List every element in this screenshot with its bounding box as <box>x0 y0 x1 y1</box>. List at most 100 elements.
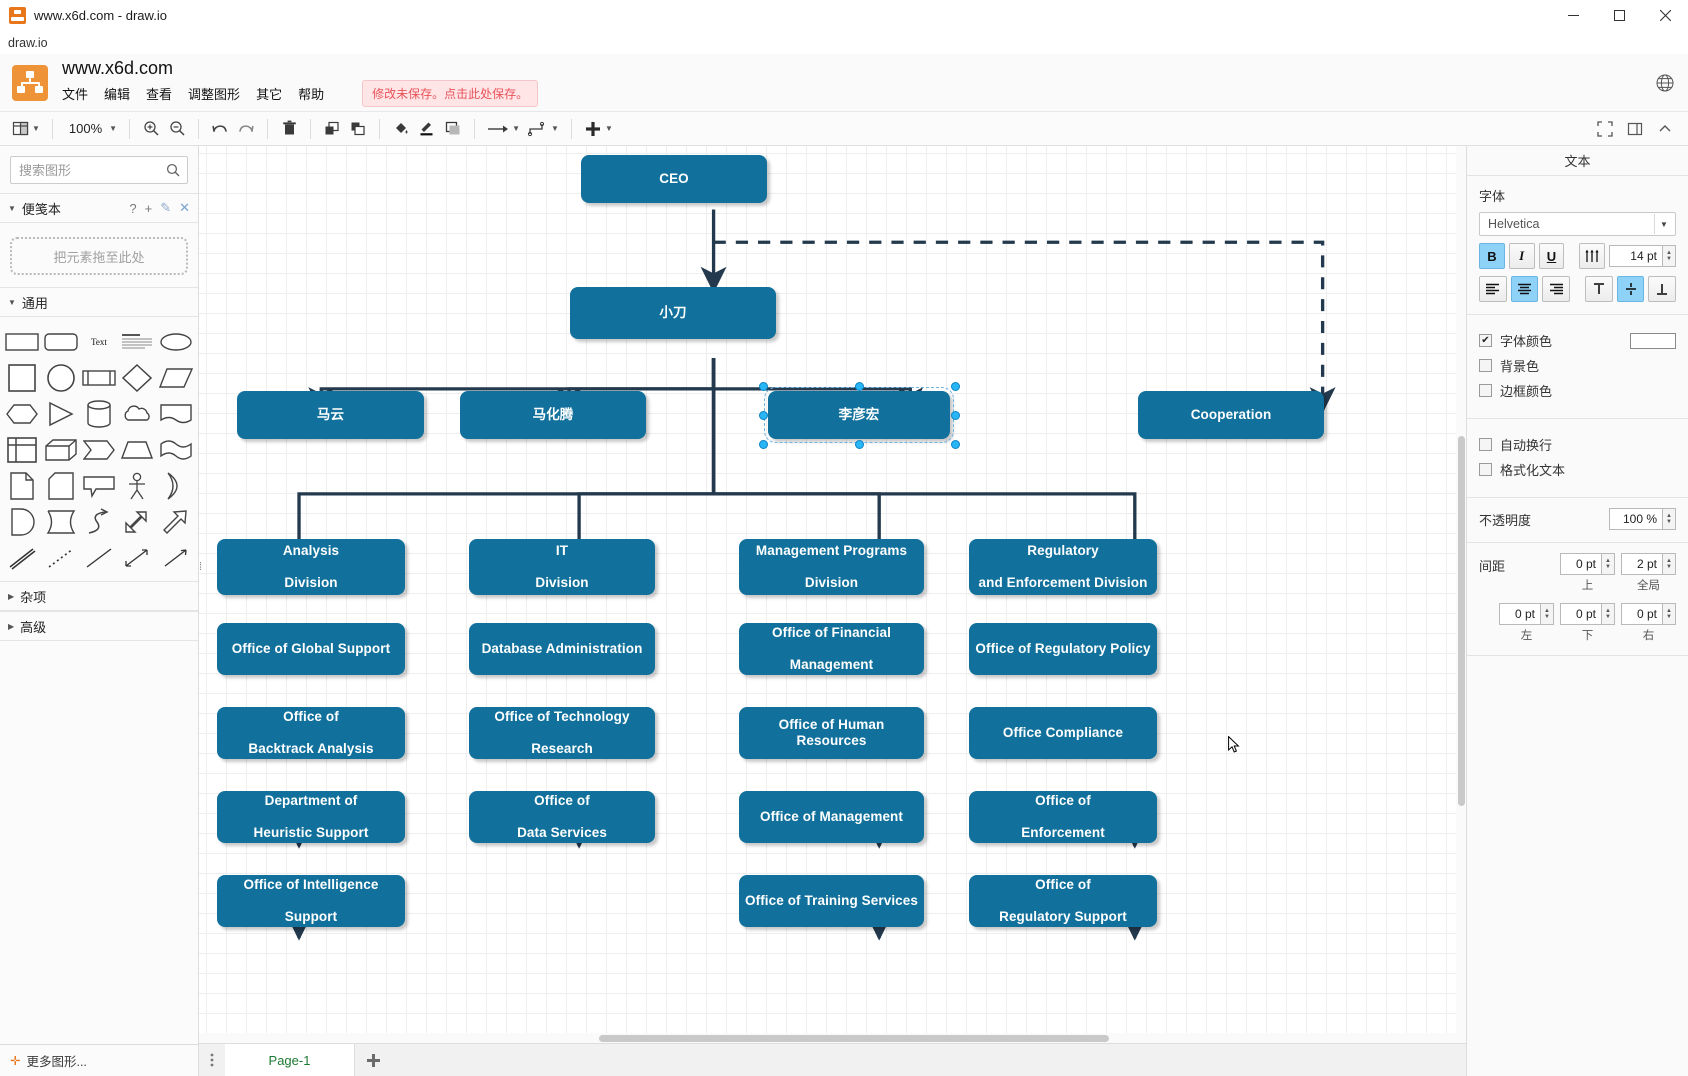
diagram-node-my[interactable]: 马云 <box>237 391 424 439</box>
stepper-arrows-icon[interactable]: ▲▼ <box>1663 603 1676 625</box>
add-icon[interactable]: + <box>144 200 153 216</box>
spacing-global-value[interactable]: 2 pt <box>1621 553 1663 575</box>
fullscreen-icon[interactable] <box>1592 116 1618 142</box>
format-panel-icon[interactable] <box>1622 116 1648 142</box>
zoom-level-button[interactable]: 100% ▼ <box>61 116 121 142</box>
canvas-horizontal-scrollbar[interactable] <box>199 1033 1466 1043</box>
help-icon[interactable]: ? <box>129 200 137 216</box>
menu-file[interactable]: 文件 <box>62 87 89 102</box>
checkbox-icon[interactable] <box>1479 463 1492 476</box>
font-size-value[interactable]: 14 pt <box>1608 245 1663 267</box>
shadow-icon[interactable] <box>440 116 466 142</box>
selection-handle[interactable] <box>758 439 768 449</box>
stepper-arrows-icon[interactable]: ▲▼ <box>1602 553 1615 575</box>
menu-extras[interactable]: 其它 <box>256 87 283 102</box>
stepper-arrows-icon[interactable]: ▲▼ <box>1602 603 1615 625</box>
shape-textbox[interactable] <box>119 325 155 359</box>
fontcolor-row[interactable]: ✔ 字体颜色 <box>1479 331 1676 350</box>
selection-handle[interactable] <box>854 381 864 391</box>
sidebar-section-misc[interactable]: ▶ 杂项 <box>0 581 198 611</box>
undo-icon[interactable] <box>207 116 233 142</box>
add-page-icon[interactable] <box>355 1044 391 1076</box>
diagram-node-b1[interactable]: Database Administration <box>469 623 655 675</box>
insert-plus-icon[interactable]: ▼ <box>580 116 617 142</box>
align-top-icon[interactable] <box>1585 276 1613 302</box>
send-to-back-icon[interactable] <box>345 116 371 142</box>
shape-process[interactable] <box>81 361 117 395</box>
shape-card[interactable] <box>42 469 78 503</box>
spacing-left-stepper[interactable]: 0 pt ▲▼ <box>1499 603 1554 625</box>
sidebar-section-general[interactable]: ▼ 通用 <box>0 287 198 317</box>
chevron-down-icon[interactable]: ▼ <box>1654 214 1673 234</box>
shape-delay[interactable] <box>4 505 40 539</box>
checkbox-icon[interactable] <box>1479 359 1492 372</box>
shape-cloud[interactable] <box>119 397 155 431</box>
spacing-bottom-stepper[interactable]: 0 pt ▲▼ <box>1560 603 1615 625</box>
shape-curved-arrow[interactable] <box>81 505 117 539</box>
spacing-top-stepper[interactable]: 0 pt ▲▼ <box>1560 553 1615 575</box>
shape-square[interactable] <box>4 361 40 395</box>
stepper-arrows-icon[interactable]: ▲▼ <box>1662 245 1676 267</box>
align-right-icon[interactable] <box>1542 276 1570 302</box>
selection-handle[interactable] <box>854 439 864 449</box>
spacing-bottom-value[interactable]: 0 pt <box>1560 603 1602 625</box>
shape-internal-storage[interactable] <box>4 433 40 467</box>
page-tab-page-1[interactable]: Page-1 <box>225 1043 355 1076</box>
shape-simple-arrow[interactable] <box>158 541 194 575</box>
search-shapes-box[interactable] <box>10 156 188 184</box>
italic-button[interactable]: I <box>1508 243 1535 269</box>
selection-handle[interactable] <box>950 381 960 391</box>
shape-text[interactable]: Text <box>91 337 107 347</box>
selection-handle[interactable] <box>950 410 960 420</box>
menu-help[interactable]: 帮助 <box>298 87 325 102</box>
selection-handle[interactable] <box>758 410 768 420</box>
scrollbar-thumb[interactable] <box>599 1035 1109 1042</box>
close-icon[interactable]: ✕ <box>179 200 190 215</box>
shape-ellipse[interactable] <box>158 325 194 359</box>
align-center-icon[interactable] <box>1510 276 1539 302</box>
underline-button[interactable]: U <box>1538 243 1565 269</box>
checkbox-icon[interactable] <box>1479 384 1492 397</box>
fill-color-icon[interactable] <box>388 116 414 142</box>
fontcolor-swatch[interactable] <box>1630 332 1676 349</box>
selection-handle[interactable] <box>758 381 768 391</box>
minimize-button[interactable] <box>1550 0 1596 32</box>
shape-data-storage[interactable] <box>42 505 78 539</box>
shape-diamond[interactable] <box>119 361 155 395</box>
diagram-node-ceo[interactable]: CEO <box>581 155 767 203</box>
font-style-icon[interactable] <box>1579 243 1605 269</box>
opacity-stepper[interactable]: 100 % ▲▼ <box>1609 508 1676 530</box>
selection-handle[interactable] <box>950 439 960 449</box>
close-button[interactable] <box>1642 0 1688 32</box>
shape-dotted-line[interactable] <box>42 541 78 575</box>
menu-arrange[interactable]: 调整图形 <box>188 87 241 102</box>
shape-document[interactable] <box>158 397 194 431</box>
view-layout-icon[interactable]: ▼ <box>8 116 44 142</box>
diagram-node-c2[interactable]: Office of Human Resources <box>739 707 924 759</box>
align-left-icon[interactable] <box>1479 276 1507 302</box>
shape-hexagon[interactable] <box>4 397 40 431</box>
more-shapes-button[interactable]: ✛ 更多图形... <box>0 1044 198 1076</box>
stepper-arrows-icon[interactable]: ▲▼ <box>1663 553 1676 575</box>
shape-actor[interactable] <box>119 469 155 503</box>
font-size-stepper[interactable]: 14 pt ▲▼ <box>1608 245 1676 267</box>
diagram-node-mht[interactable]: 马化腾 <box>460 391 646 439</box>
checkbox-icon[interactable] <box>1479 438 1492 451</box>
align-middle-icon[interactable] <box>1616 276 1645 302</box>
canvas-vertical-scrollbar[interactable] <box>1456 146 1466 1033</box>
diagram-node-e2[interactable]: Office Compliance <box>969 707 1157 759</box>
spacing-right-value[interactable]: 0 pt <box>1621 603 1663 625</box>
shape-cube[interactable] <box>42 433 78 467</box>
spacing-right-stepper[interactable]: 0 pt ▲▼ <box>1621 603 1676 625</box>
collapse-icon[interactable] <box>1652 116 1678 142</box>
line-color-icon[interactable] <box>414 116 440 142</box>
shape-cylinder[interactable] <box>81 397 117 431</box>
